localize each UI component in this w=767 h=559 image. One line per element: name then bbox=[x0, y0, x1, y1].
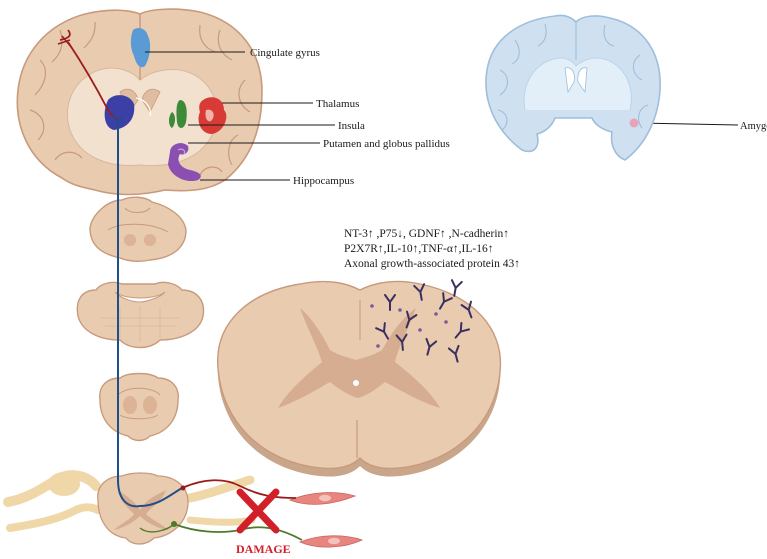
insula-label: Insula bbox=[338, 120, 365, 132]
insula-region bbox=[176, 100, 187, 128]
amygdala-label: Amygdala bbox=[740, 121, 767, 132]
cingulate-gyrus-region bbox=[130, 28, 151, 68]
label-leaders bbox=[145, 51, 739, 181]
medulla-section bbox=[99, 372, 179, 442]
peripheral-nerve-roots bbox=[3, 470, 256, 532]
thalamus-label: Thalamus bbox=[316, 98, 359, 110]
cingulate-gyrus-label: Cingulate gyrus bbox=[250, 47, 320, 59]
antibody-icons bbox=[375, 279, 473, 363]
muscle-cells bbox=[288, 492, 364, 548]
damage-label: DAMAGE bbox=[236, 542, 291, 556]
molecule-line-1: NT-3↑ ,P75↓, GDNF↑ ,N-cadherin↑ bbox=[344, 228, 509, 240]
damage-x-icon bbox=[236, 488, 280, 534]
hippocampus-region bbox=[168, 143, 201, 182]
putamen-label: Putamen and globus pallidus bbox=[323, 138, 450, 150]
brain-gyri bbox=[29, 21, 251, 176]
amygdala-region bbox=[629, 118, 639, 128]
small-spinal-cord-section bbox=[97, 472, 189, 545]
molecule-line-2: P2X7R↑,IL-10↑,TNF-α↑,IL-16↑ bbox=[344, 243, 493, 255]
molecule-line-3: Axonal growth-associated protein 43↑ bbox=[344, 258, 520, 270]
hippocampus-label: Hippocampus bbox=[293, 175, 354, 187]
pons-section bbox=[76, 281, 205, 349]
midbrain-section bbox=[89, 196, 187, 263]
white-matter bbox=[66, 67, 218, 167]
cytokine-dots bbox=[370, 304, 448, 348]
putamen-region bbox=[104, 95, 135, 130]
spinal-cord-large bbox=[217, 280, 502, 477]
coronal-brain-section bbox=[16, 8, 263, 196]
coronal-brain-blue bbox=[485, 14, 661, 161]
